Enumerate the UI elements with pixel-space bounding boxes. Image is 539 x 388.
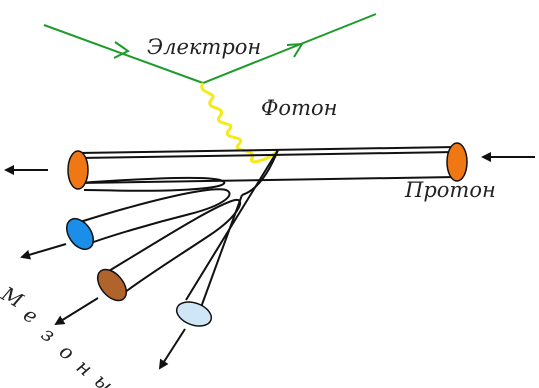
mesons-letter-5: н bbox=[72, 354, 97, 381]
mesons-letter-6: ы bbox=[90, 368, 118, 388]
brown-meson-arrow-icon bbox=[54, 297, 99, 326]
proton-label: Протон bbox=[404, 178, 496, 202]
mesons-label: М е з о н ы bbox=[0, 281, 118, 388]
meson-tubes bbox=[79, 149, 279, 311]
blue-meson-arrow-icon bbox=[20, 243, 67, 260]
electron-arrow-right-icon bbox=[286, 42, 304, 58]
electron-label: Электрон bbox=[147, 35, 261, 59]
meson-orange-left bbox=[67, 150, 89, 190]
mesons-letter-4: о bbox=[55, 339, 79, 365]
proton-tube bbox=[77, 146, 457, 192]
meson-brown bbox=[96, 268, 128, 302]
meson-lightblue bbox=[175, 301, 213, 327]
proton-orange-right bbox=[446, 142, 468, 182]
photon-label: Фотон bbox=[261, 96, 337, 120]
electron-arrow-left-icon bbox=[113, 41, 130, 59]
lightblue-meson-arrow-icon bbox=[158, 328, 186, 370]
mesons-letter-3: з bbox=[37, 321, 59, 347]
photon-wave bbox=[200, 82, 280, 164]
mesons-letter-2: е bbox=[19, 302, 42, 329]
meson-blue bbox=[65, 217, 95, 251]
mesons-letter-1: М bbox=[0, 281, 28, 313]
